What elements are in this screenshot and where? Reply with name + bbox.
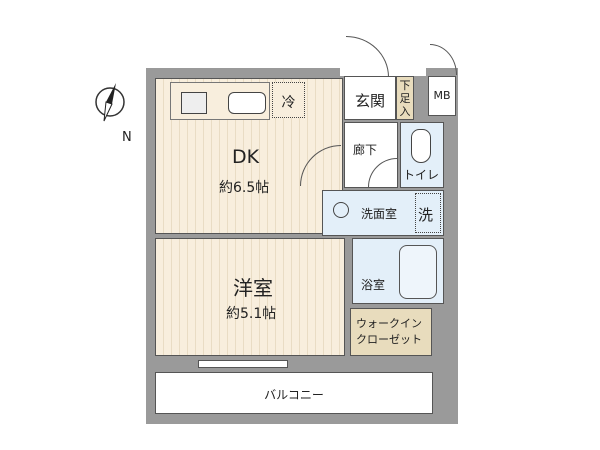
compass: N [88,78,138,148]
room-hall: 廊下 [344,122,398,188]
fridge: 冷 [272,82,305,118]
entrance-door [346,36,389,77]
wic-label-line1: ウォークイン [356,317,422,330]
compass-icon [95,83,125,122]
bath-label: 浴室 [361,278,386,292]
room-walk-in-closet: ウォークイン クローゼット [350,308,432,356]
shoe-cabinet: 下足入 [396,76,414,120]
mb-door [430,44,457,75]
room-washroom: 洗面室 洗 [322,190,444,236]
room-bath: 浴室 [352,238,444,304]
hall-label: 廊下 [353,143,378,157]
entrance-label: 玄関 [354,92,385,110]
balcony: バルコニー [155,372,433,414]
room-mb: MB [428,76,456,116]
dk-name: DK [232,146,260,168]
room-western [155,238,345,356]
toilet-icon [411,129,431,163]
fridge-label: 冷 [281,95,296,111]
toilet-label: トイレ [403,168,440,182]
stove-icon [181,92,207,114]
wic-label-line2: クローゼット [356,333,422,346]
washer-label: 洗 [418,206,434,224]
room-entrance: 玄関 [344,76,396,120]
shoe-cabinet-label: 下足入 [399,79,411,118]
washbasin-icon [333,202,349,218]
compass-north-label: N [122,130,132,145]
western-name: 洋室 [233,276,273,300]
washer-space: 洗 [415,193,441,233]
room-toilet: トイレ [400,122,444,188]
western-size: 約5.1帖 [226,306,277,322]
dk-size: 約6.5帖 [219,180,270,196]
bathtub-icon [399,245,437,299]
washroom-label: 洗面室 [361,207,398,221]
mb-label: MB [433,89,451,102]
balcony-window [198,360,288,368]
sink-icon [228,92,266,114]
balcony-label: バルコニー [264,388,324,402]
